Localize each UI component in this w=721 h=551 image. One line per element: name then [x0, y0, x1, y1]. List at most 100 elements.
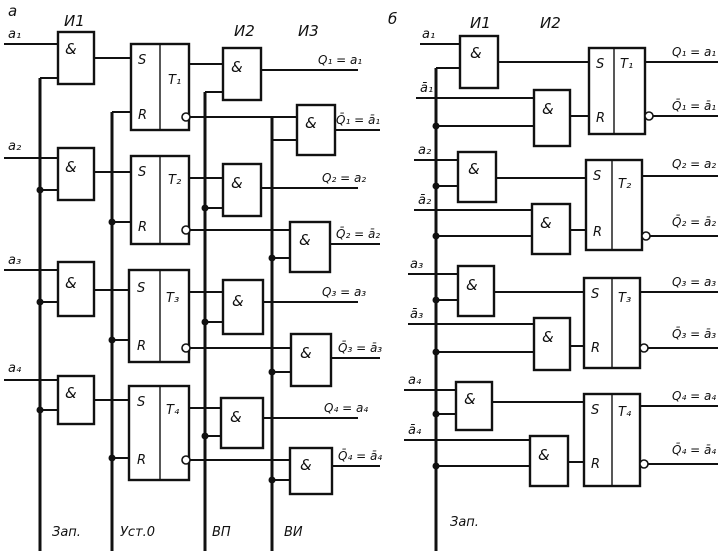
svg-text:&: & [466, 276, 478, 294]
svg-text:&: & [305, 114, 317, 132]
b-output-q4: Q₄ = a₄ [672, 389, 716, 403]
b-input-na1: ā₁ [420, 81, 433, 96]
b-bus-label-zap: Зап. [450, 515, 479, 530]
svg-text:&: & [232, 292, 244, 310]
b-output-q2: Q₂ = a₂ [672, 157, 716, 171]
col-label-i2: И2 [234, 22, 255, 40]
svg-text:S: S [138, 53, 146, 68]
b-output-nq4: Q̄₄ = ā₄ [672, 443, 716, 457]
bus-label-ust0: Уст.0 [120, 525, 155, 540]
trigger-3-label: T₃ [166, 291, 179, 306]
row-3: а₃ & S R T₃ & Q₃ = a₃ & [4, 253, 382, 388]
output-q4: Q₄ = a₄ [324, 401, 368, 415]
b-input-na2: ā₂ [418, 193, 431, 208]
svg-text:&: & [300, 344, 312, 362]
row-4: а₄ & S R T₄ & Q₄ = a₄ & [4, 361, 382, 496]
svg-text:&: & [231, 58, 243, 76]
and-gate-i3-4 [288, 446, 334, 496]
output-nq4: Q̄₄ = ā₄ [338, 449, 382, 463]
input-a2: а₂ [8, 139, 21, 154]
svg-text:R: R [596, 111, 605, 126]
b-row-1: а₁ & ā₁ & S R T₁ Q₁ = a₁ Q̄₁ = ā₁ [416, 27, 718, 148]
svg-text:S: S [591, 287, 599, 302]
b-input-a1: а₁ [422, 27, 435, 42]
svg-text:S: S [137, 395, 145, 410]
input-a4: а₄ [8, 361, 22, 376]
trigger-2-label: T₂ [168, 173, 181, 188]
gate-label: & [65, 40, 77, 58]
output-nq1: Q̄₁ = ā₁ [336, 113, 380, 127]
b-input-a4: а₄ [408, 373, 422, 388]
svg-text:&: & [231, 174, 243, 192]
svg-text:&: & [542, 328, 554, 346]
b-trigger-1 [587, 46, 647, 136]
trigger-3 [127, 268, 191, 364]
trigger-4-label: T₄ [166, 403, 180, 418]
b-and-gate-3n [532, 316, 572, 372]
col-label-b-i1: И1 [470, 14, 491, 32]
b-input-na4: ā₄ [408, 423, 422, 438]
b-output-q3: Q₃ = a₃ [672, 275, 716, 289]
svg-text:S: S [137, 281, 145, 296]
b-and-gate-1n [532, 88, 572, 148]
b-trigger-4-label: T₄ [618, 405, 632, 420]
row-1: а₁ & S R T₁ & Q₁ = a₁ & Q̄₁ = ā₁ [4, 27, 380, 157]
and-gate-i2-4 [219, 396, 265, 450]
svg-text:R: R [137, 453, 146, 468]
b-and-gate-2n [530, 202, 572, 256]
b-and-gate-4 [454, 380, 494, 432]
panel-a: а И1 И2 И3 а₁ & S R T₁ & [4, 2, 382, 551]
b-output-q1: Q₁ = a₁ [672, 45, 716, 59]
b-input-na3: ā₃ [410, 307, 423, 322]
svg-text:&: & [468, 160, 480, 178]
svg-text:&: & [470, 44, 482, 62]
b-trigger-1-label: T₁ [620, 57, 633, 72]
bus-label-zap: Зап. [52, 525, 81, 540]
svg-text:&: & [299, 231, 311, 249]
col-label-i1: И1 [64, 12, 85, 30]
svg-text:S: S [591, 403, 599, 418]
svg-text:S: S [593, 169, 601, 184]
svg-text:&: & [65, 274, 77, 292]
svg-text:&: & [65, 158, 77, 176]
and-gate-2 [56, 146, 96, 202]
input-a3: а₃ [8, 253, 21, 268]
b-output-nq1: Q̄₁ = ā₁ [672, 99, 716, 113]
col-label-b-i2: И2 [540, 14, 561, 32]
output-nq3: Q̄₃ = ā₃ [338, 341, 382, 355]
svg-text:R: R [138, 220, 147, 235]
trigger-1-label: T₁ [168, 73, 181, 88]
svg-text:&: & [542, 100, 554, 118]
and-gate-i2-3 [221, 278, 265, 336]
svg-text:&: & [300, 456, 312, 474]
b-row-4: а₄ & ā₄ & S R T₄ Q₄ = a₄ Q̄₄ = ā₄ [404, 373, 718, 488]
svg-text:R: R [591, 341, 600, 356]
b-input-a3: а₃ [410, 257, 423, 272]
b-and-gate-4n [528, 434, 570, 488]
output-q3: Q₃ = a₃ [322, 285, 366, 299]
svg-text:R: R [593, 225, 602, 240]
output-q1: Q₁ = a₁ [318, 53, 362, 67]
and-gate-i3-3 [289, 332, 333, 388]
svg-text:&: & [464, 390, 476, 408]
svg-text:R: R [138, 108, 147, 123]
b-input-a2: а₂ [418, 143, 431, 158]
trigger-4 [127, 384, 191, 482]
and-gate-3 [56, 260, 96, 318]
svg-text:R: R [591, 457, 600, 472]
b-and-gate-3 [456, 264, 496, 318]
bus-label-vp: ВП [212, 525, 231, 540]
b-output-nq2: Q̄₂ = ā₂ [672, 215, 716, 229]
svg-text:&: & [540, 214, 552, 232]
svg-text:&: & [538, 446, 550, 464]
b-output-nq3: Q̄₃ = ā₃ [672, 327, 716, 341]
and-gate-i3-2 [288, 220, 332, 274]
col-label-i3: И3 [298, 22, 319, 40]
panel-b: б И1 И2 а₁ & ā₁ & S R T₁ Q₁ = a₁ [388, 10, 718, 551]
b-trigger-2-label: T₂ [618, 177, 631, 192]
svg-text:R: R [137, 339, 146, 354]
svg-text:S: S [596, 57, 604, 72]
b-row-3: а₃ & ā₃ & S R T₃ Q₃ = a₃ Q̄₃ = ā₃ [408, 257, 718, 372]
and-gate-i2-2 [221, 162, 263, 218]
